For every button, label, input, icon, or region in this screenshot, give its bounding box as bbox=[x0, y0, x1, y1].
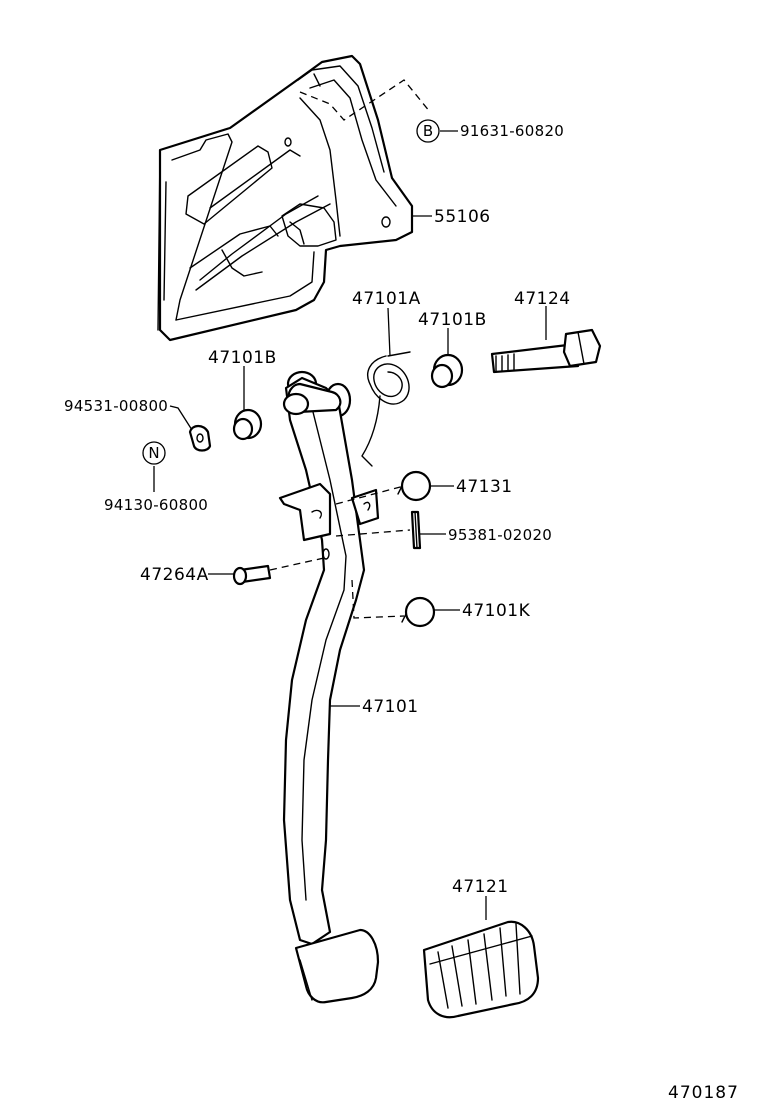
label-clevis-pin: 47264A bbox=[140, 565, 209, 585]
label-nut: 94130-60800 bbox=[104, 496, 208, 514]
svg-text:B: B bbox=[423, 122, 433, 140]
leader-lines bbox=[153, 130, 547, 920]
clevis-pin-drawing bbox=[232, 564, 272, 586]
pivot-bolt-drawing bbox=[490, 328, 602, 374]
return-spring-drawing bbox=[361, 351, 411, 467]
washer-drawing bbox=[188, 424, 212, 452]
pedal-bracket-drawing bbox=[157, 54, 431, 342]
stopper-lower-drawing bbox=[401, 596, 436, 628]
label-bracket: 55106 bbox=[434, 207, 491, 227]
svg-text:N: N bbox=[148, 444, 159, 462]
bushing-left-drawing bbox=[232, 408, 263, 441]
label-stopper-upper: 47131 bbox=[456, 477, 513, 497]
stopper-upper-drawing bbox=[397, 470, 432, 502]
pedal-lever-drawing bbox=[269, 370, 411, 946]
label-stopper-lower: 47101K bbox=[462, 601, 531, 621]
cotter-pin-drawing bbox=[410, 510, 422, 550]
label-pivot-bolt: 47124 bbox=[514, 289, 571, 309]
label-washer: 94531-00800 bbox=[64, 397, 168, 415]
marker-b: B bbox=[416, 119, 440, 143]
label-bracket-bolt: 91631-60820 bbox=[460, 122, 564, 140]
label-bushing-left: 47101B bbox=[208, 348, 277, 368]
diagram-reference-number: 470187 bbox=[668, 1083, 739, 1103]
label-spring: 47101A bbox=[352, 289, 421, 309]
marker-n: N bbox=[142, 441, 166, 465]
label-pedal-lever: 47101 bbox=[362, 697, 419, 717]
bushing-right-drawing bbox=[430, 353, 464, 389]
label-pedal-pad: 47121 bbox=[452, 877, 509, 897]
pedal-pad-drawing bbox=[422, 920, 540, 1019]
pedal-pad-on-lever-drawing bbox=[294, 928, 380, 1004]
label-cotter-pin: 95381-02020 bbox=[448, 526, 552, 544]
label-bushing-right: 47101B bbox=[418, 310, 487, 330]
